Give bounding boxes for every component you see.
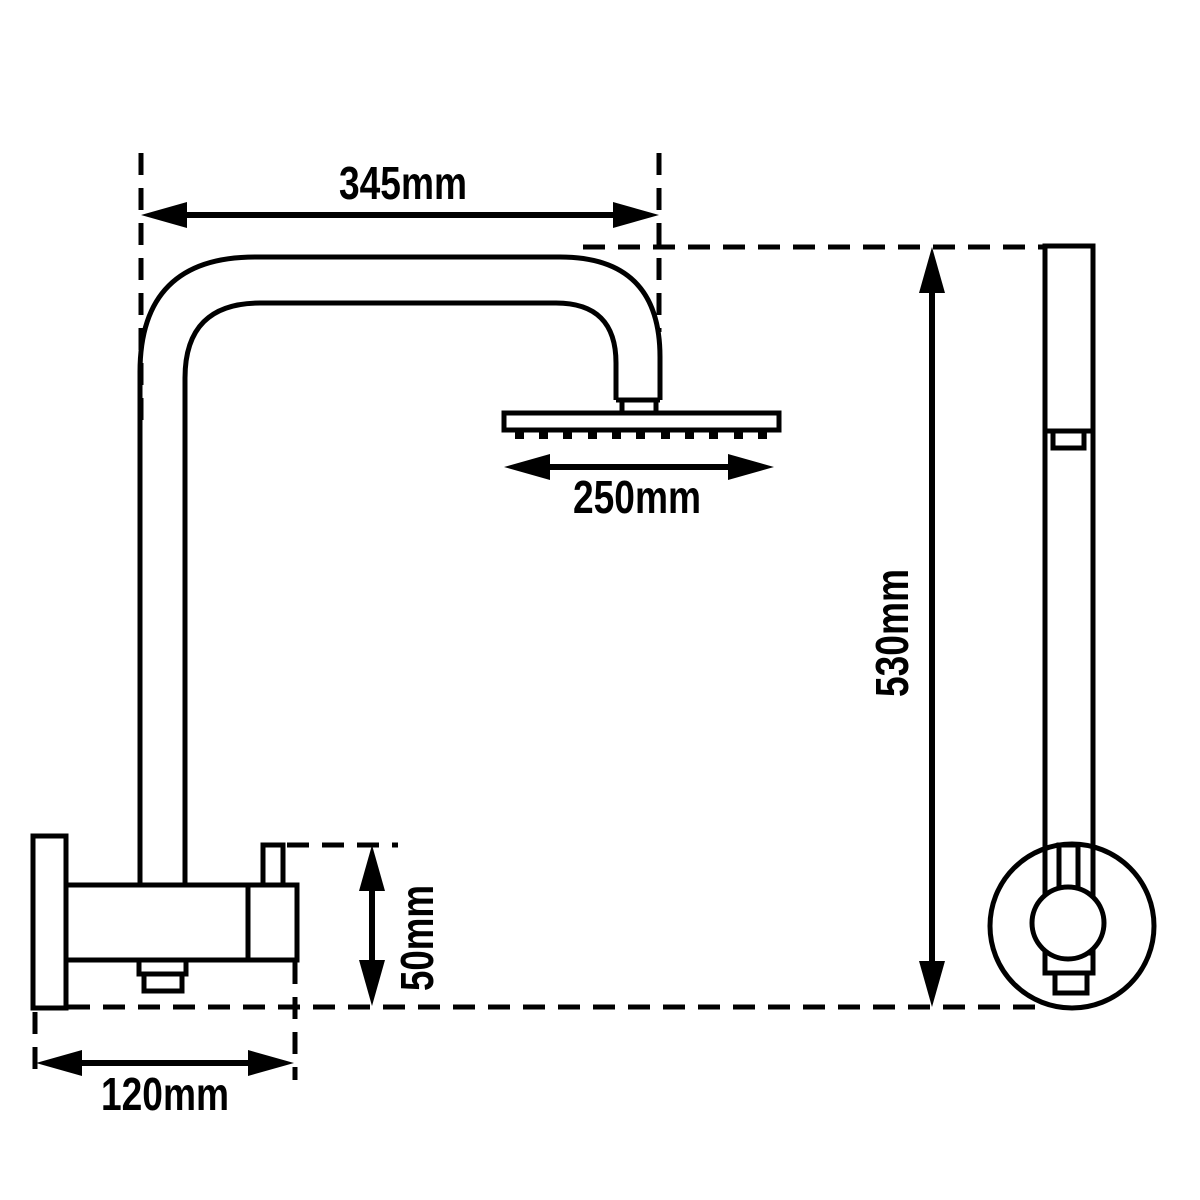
dim-50-arrow-top: [359, 845, 385, 891]
dim-530-arrow-bottom: [919, 961, 945, 1007]
dim-250-arrow-left: [504, 454, 550, 480]
nozzle: [515, 430, 524, 439]
nozzle: [709, 430, 718, 439]
nozzle: [734, 430, 743, 439]
bracket-bottom-fitting: [1052, 970, 1090, 996]
bracket-slider: [1056, 842, 1081, 891]
dimension-base-width: 120mm: [36, 1050, 294, 1120]
wall-bracket-hub: [1029, 884, 1107, 962]
mount-outlet-nipple: [141, 971, 185, 994]
dim-345-arrow-right: [613, 202, 659, 228]
dim-530-arrow-top: [919, 247, 945, 293]
nozzle: [758, 430, 767, 439]
dimension-head-width: 250mm: [504, 454, 774, 523]
dim-50-label: 50mm: [391, 885, 443, 991]
mount-body: [63, 882, 300, 963]
dim-250-arrow-right: [728, 454, 774, 480]
dimension-total-height: 530mm: [866, 247, 945, 1007]
hand-shower-assembly: [987, 243, 1157, 1011]
gooseneck-arm: [137, 254, 663, 886]
wall-plate: [30, 833, 69, 1011]
nozzle: [661, 430, 670, 439]
nozzle: [636, 430, 645, 439]
dimension-outlet-offset: 50mm: [359, 845, 443, 1006]
nozzle: [563, 430, 572, 439]
spray-nozzles: [515, 430, 767, 439]
dim-345-label: 345mm: [339, 157, 467, 209]
dim-120-arrow-right: [248, 1050, 294, 1076]
nozzle: [588, 430, 597, 439]
wall-bracket-flange: [987, 841, 1157, 1011]
mount-top-stub: [260, 842, 286, 890]
wand-joint-notch: [1050, 428, 1087, 451]
dim-120-label: 120mm: [101, 1068, 229, 1120]
arm-outer-edge: [137, 254, 663, 886]
dimension-arm-width: 345mm: [141, 157, 659, 228]
nozzle: [539, 430, 548, 439]
wall-mount-assembly: [30, 833, 300, 1011]
dim-250-label: 250mm: [573, 471, 701, 523]
overhead-shower-head: [501, 397, 782, 439]
arm-inner-edge: [182, 300, 619, 886]
dim-530-label: 530mm: [866, 569, 918, 697]
dim-50-arrow-bottom: [359, 960, 385, 1006]
nozzle: [685, 430, 694, 439]
dim-345-arrow-left: [141, 202, 187, 228]
nozzle: [612, 430, 621, 439]
head-plate: [501, 410, 782, 433]
dim-120-arrow-left: [36, 1050, 82, 1076]
